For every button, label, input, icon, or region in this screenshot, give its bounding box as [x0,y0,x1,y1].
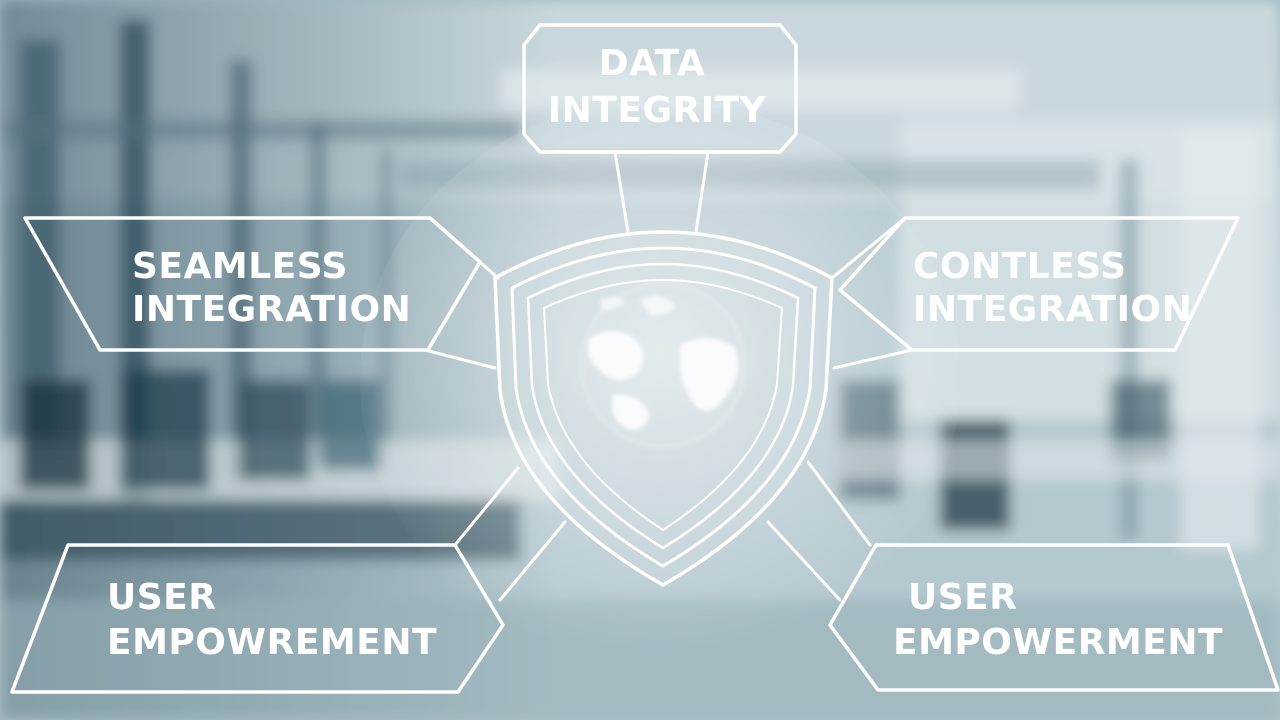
connector-right-upper-b [832,348,914,370]
node-user-empowrement-line1: USER [107,577,216,618]
shield-globe-icon [493,230,834,588]
connector-left-upper-b [423,348,497,370]
node-data-integrity-line2: INTEGRITY [548,90,767,131]
node-user-empowrement-line2: EMPOWREMENT [107,622,437,663]
connector-top-right [694,150,710,234]
node-data-integrity: DATA INTEGRITY [522,23,798,154]
node-contless-integration-line2: INTEGRATION [913,289,1192,330]
node-user-empowrement: USER EMPOWREMENT [10,543,505,694]
node-user-empowerment-line2: EMPOWERMENT [893,622,1223,663]
node-data-integrity-line1: DATA [599,43,706,84]
node-contless-integration-line1: CONTLESS [913,246,1126,287]
connector-right-lower-a [806,460,872,547]
globe-icon [580,282,746,448]
node-user-empowerment-line1: USER [908,577,1017,618]
node-contless-integration: CONTLESS INTEGRATION [838,216,1240,352]
connector-right-lower-b [766,520,842,602]
connector-left-lower-a [453,466,520,547]
node-user-empowerment: USER EMPOWERMENT [828,543,1280,692]
node-seamless-integration: SEAMLESS INTEGRATION [23,216,482,352]
connector-left-lower-b [498,520,567,602]
connector-top-left [613,150,630,234]
connector-right-upper-a [830,216,907,280]
node-seamless-integration-line1: SEAMLESS [132,246,348,287]
node-seamless-integration-line2: INTEGRATION [132,289,411,330]
